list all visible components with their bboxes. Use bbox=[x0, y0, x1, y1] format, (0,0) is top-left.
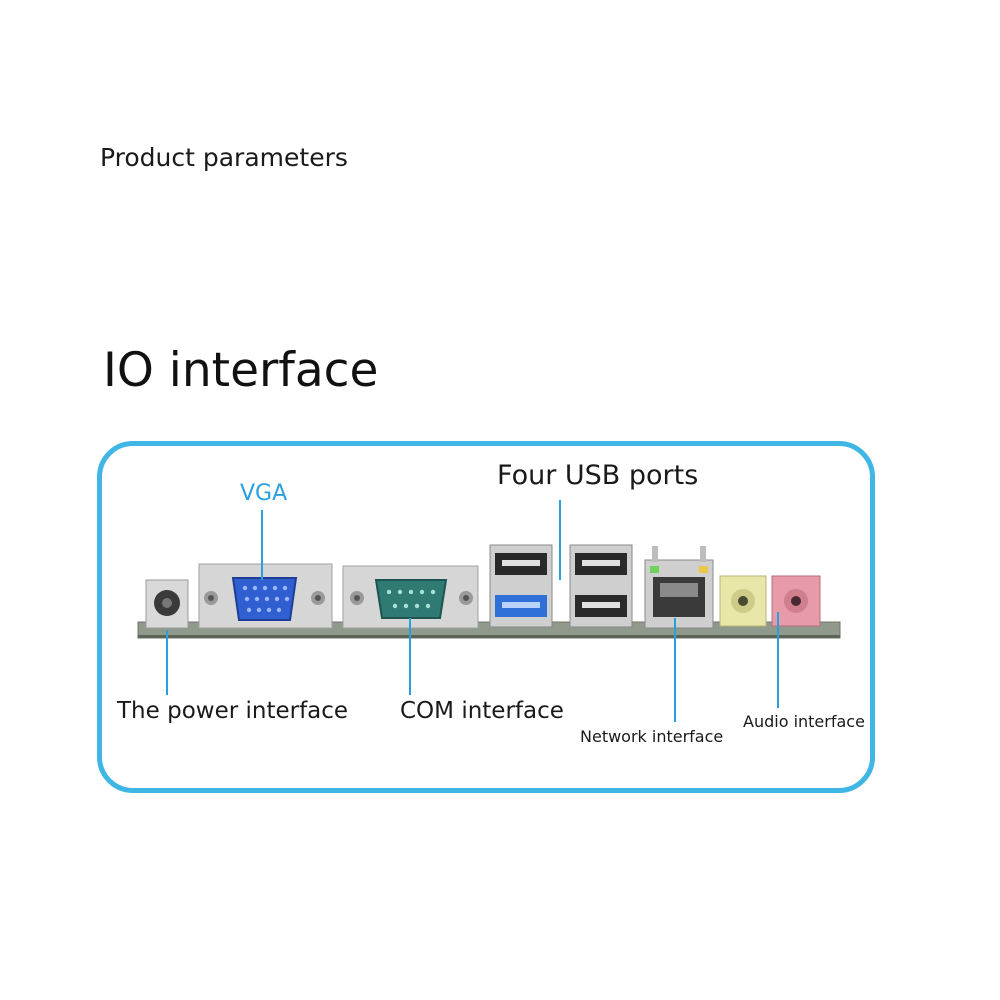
page-title: IO interface bbox=[103, 343, 379, 398]
vga-label: VGA bbox=[240, 481, 288, 506]
com-port bbox=[342, 565, 479, 629]
board-edge bbox=[138, 635, 840, 638]
usb-label: Four USB ports bbox=[497, 460, 699, 491]
io-panel-frame bbox=[97, 441, 875, 793]
pointer-lines bbox=[166, 500, 779, 722]
section-label: Product parameters bbox=[100, 143, 348, 172]
usb-stack-left bbox=[489, 544, 553, 628]
network-port bbox=[644, 546, 714, 629]
com-label: COM interface bbox=[400, 698, 564, 724]
power-label: The power interface bbox=[117, 698, 349, 724]
vga-port bbox=[198, 563, 333, 629]
usb-stack-right bbox=[569, 544, 633, 628]
audio-label: Audio interface bbox=[743, 712, 865, 731]
power-jack bbox=[145, 579, 189, 629]
network-label: Network interface bbox=[580, 727, 724, 746]
audio-jacks bbox=[719, 575, 821, 627]
